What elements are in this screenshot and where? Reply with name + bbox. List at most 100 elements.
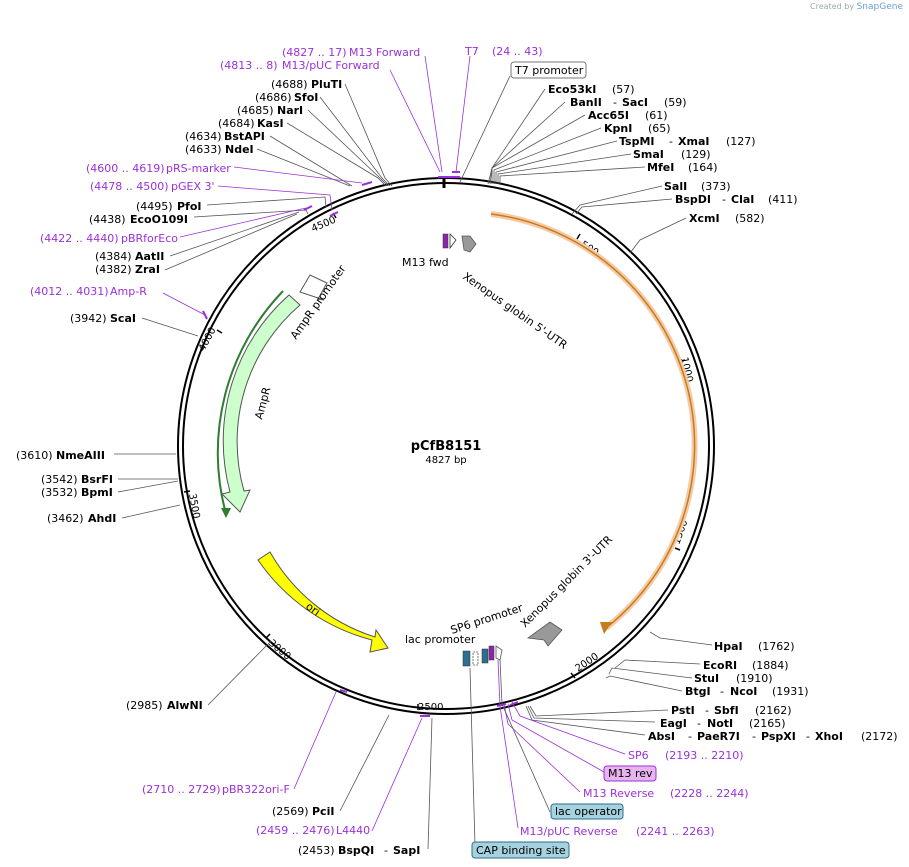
sep-xhoi: - [806, 730, 810, 743]
enzyme-pos-pfoi: (4495) [136, 200, 173, 213]
credit-prefix: Created by [810, 2, 855, 11]
enzyme-sep-sapi: - [384, 844, 388, 857]
enzyme-mfei: MfeI [647, 161, 674, 174]
primer-sp6-name: SP6 [628, 749, 649, 762]
enzyme-ecoo109i: EcoO109I [130, 213, 188, 226]
leader-lines [114, 55, 713, 850]
label-xenopus-3utr: Xenopus globin 3'-UTR [518, 533, 615, 630]
primer-m13puc-fwd-name: M13/pUC Forward [282, 59, 380, 72]
enzyme-xcmi: XcmI [689, 212, 720, 225]
label-ampr: AmpR [252, 385, 273, 420]
ori-arrow [257, 551, 389, 653]
enzyme-bstapi: BstAPI [224, 130, 265, 143]
enzyme-bpmi: BpmI [81, 486, 113, 499]
primer-pbr-name: pBRforEco [121, 232, 178, 245]
enzyme-zrai: ZraI [135, 263, 160, 276]
ampr-outline-arc [216, 290, 284, 515]
enzyme-tspmi: TspMI [619, 135, 655, 148]
primer-m13puc-rev-range: (2241 .. 2263) [636, 825, 715, 838]
enzyme-acc65i: Acc65I [588, 109, 629, 122]
primer-m13puc-rev-name: M13/pUC Reverse [520, 825, 618, 838]
enzyme-bspdi: BspDI [675, 193, 711, 206]
enzyme-nari: NarI [277, 104, 303, 117]
enzyme-pos-bsrfi: (3542) [41, 473, 78, 486]
label-lac-promoter: lac promoter [405, 633, 476, 646]
enzyme-xhoi: XhoI [815, 730, 843, 743]
sep-sacI: - [613, 96, 617, 109]
enzyme-pos-kasi: (4684) [218, 117, 255, 130]
enzyme-aatii: AatII [135, 250, 164, 263]
enzyme-sbfi: SbfI [714, 704, 739, 717]
enzyme-stui: StuI [694, 672, 719, 685]
m13fwd-feature [442, 233, 449, 249]
enzyme-psti: PstI [671, 704, 695, 717]
primer-pbr-range: (4422 .. 4440) [40, 232, 119, 245]
snapgene-brand: SnapGene [856, 2, 903, 12]
enzyme-pos-ahdi: (3462) [47, 512, 84, 525]
sep-noti: - [697, 717, 701, 730]
sep-xmai: - [669, 135, 673, 148]
enzyme-kasi: KasI [257, 117, 284, 130]
enzyme-ndei: NdeI [225, 143, 254, 156]
enzyme-hpai: HpaI [714, 640, 743, 653]
enzyme-pos-aatii: (4384) [95, 250, 132, 263]
enzyme-pos-smai: (129) [681, 148, 711, 161]
enzyme-pos-xcmi: (582) [735, 212, 765, 225]
enzyme-pos-bspqi: (2453) [298, 844, 335, 857]
enzyme-pos-acc65i: (61) [645, 109, 668, 122]
xenopus-utr-arc [490, 213, 696, 629]
primer-pbr322-range: (2710 .. 2729) [142, 783, 221, 796]
primer-ampr-range: (4012 .. 4031) [30, 285, 109, 298]
enzyme-pos-stui: (1910) [736, 672, 773, 685]
enzyme-pos-ecoo109i: (4438) [89, 213, 126, 226]
plasmid-length: 4827 bp [425, 455, 466, 466]
primer-pgex-range: (4478 .. 4500) [90, 180, 169, 193]
sep-paer7i: - [688, 730, 692, 743]
primer-m13puc-fwd-range: (4813 .. 8) [220, 59, 278, 72]
enzyme-ncoi: NcoI [730, 685, 757, 698]
enzyme-pos-kpni: (65) [648, 122, 671, 135]
enzyme-bspqi: BspQI [338, 844, 374, 857]
enzyme-paer7i: PaeR7I [697, 730, 740, 743]
enzyme-pos-noti: (2165) [749, 717, 786, 730]
primer-t7-name: T7 [464, 45, 479, 58]
backbone-inner [182, 182, 710, 710]
enzyme-pos-nmeaiii: (3610) [16, 449, 53, 462]
enzyme-smai: SmaI [633, 148, 664, 161]
primer-l4440-name: L4440 [336, 824, 370, 837]
enzyme-pfoi: PfoI [177, 200, 202, 213]
enzyme-pspxi: PspXI [761, 730, 796, 743]
enzyme-sapi: SapI [393, 844, 420, 857]
sep-pspxi: - [752, 730, 756, 743]
lac-operator-box [550, 803, 624, 820]
enzyme-pos-ndei: (4633) [185, 143, 222, 156]
enzyme-pos-saci: (59) [664, 96, 687, 109]
ampr-outline-arrowhead [221, 508, 231, 518]
tick-2000: 2000 [574, 651, 601, 674]
enzyme-pos-bpmi: (3532) [41, 486, 78, 499]
enzyme-noti: NotI [707, 717, 733, 730]
m13-rev-box [603, 765, 657, 782]
enzyme-pos-clai: (411) [768, 193, 798, 206]
enzyme-pos-scai: (3942) [70, 312, 107, 325]
cap-site-label: CAP binding site [476, 844, 566, 857]
enzyme-pos-zrai: (4382) [95, 263, 132, 276]
m13-rev-label: M13 rev [608, 767, 653, 780]
enzyme-kpni: KpnI [604, 122, 632, 135]
enzyme-absi: AbsI [648, 730, 675, 743]
enzyme-xmai: XmaI [678, 135, 709, 148]
enzyme-pos-plutI: (4688) [271, 78, 308, 91]
primer-arcs [202, 171, 519, 717]
primer-m13rev-range: (2228 .. 2244) [670, 787, 749, 800]
enzyme-ecori: EcoRI [703, 659, 737, 672]
primer-ampr-name: Amp-R [110, 285, 147, 298]
cap-site-feature [462, 650, 471, 667]
enzyme-plutI: PluTI [311, 78, 342, 91]
enzyme-pos-nari: (4685) [237, 104, 274, 117]
enzyme-banii: BanII [570, 96, 602, 109]
xenopus-utr-arc-halo [490, 211, 698, 631]
enzyme-btgi: BtgI [685, 685, 711, 698]
enzyme-eagi: EagI [660, 717, 687, 730]
xenopus5-feature [461, 235, 477, 253]
